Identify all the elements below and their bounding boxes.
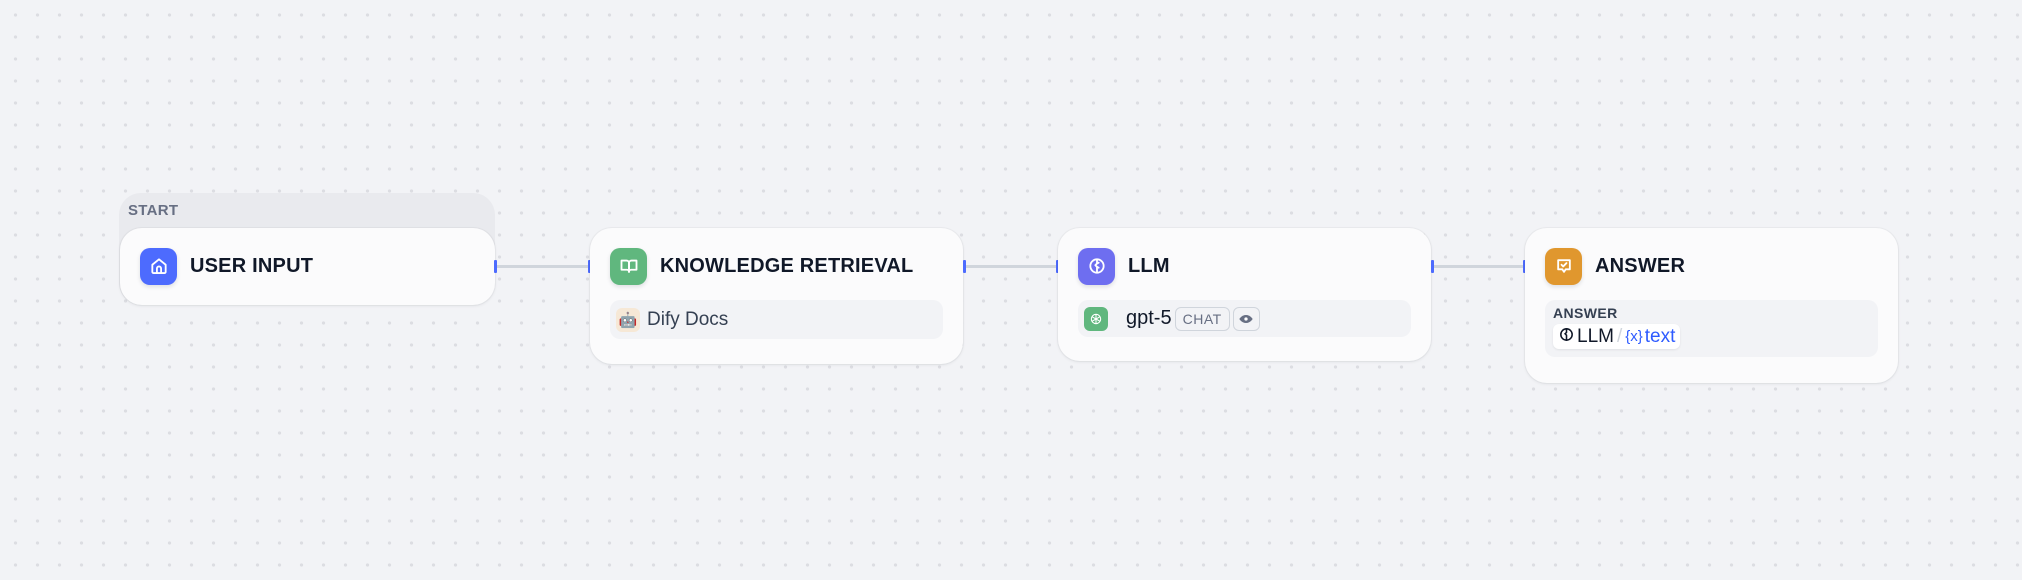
node-title: LLM — [1128, 254, 1170, 277]
chat-mode-badge: CHAT — [1174, 306, 1230, 331]
model-selector[interactable]: gpt-5 CHAT — [1078, 300, 1411, 337]
variable-reference-chip[interactable]: LLM / {x} text — [1553, 324, 1681, 349]
user-input-node[interactable]: USER INPUT — [120, 228, 495, 305]
edge-llm-to-answer[interactable] — [1433, 265, 1525, 268]
node-title: KNOWLEDGE RETRIEVAL — [660, 254, 914, 277]
eye-icon — [1232, 306, 1260, 331]
input-handle-llm[interactable] — [1056, 260, 1059, 273]
input-handle-answer[interactable] — [1523, 260, 1526, 273]
knowledge-base-name: Dify Docs — [647, 308, 729, 330]
brain-icon — [1078, 247, 1115, 285]
robot-emoji-icon: 🤖 — [616, 307, 640, 332]
knowledge-base-item[interactable]: 🤖 Dify Docs — [610, 300, 943, 339]
variable-source-node: LLM — [1577, 325, 1614, 347]
edge-knowledge-retrieval-to-llm[interactable] — [965, 265, 1058, 268]
knowledge-retrieval-node[interactable]: KNOWLEDGE RETRIEVAL 🤖 Dify Docs — [590, 228, 963, 364]
output-handle-knowledge-retrieval[interactable] — [963, 260, 966, 273]
openai-icon — [1084, 306, 1108, 331]
message-check-icon — [1545, 247, 1582, 285]
input-handle-knowledge-retrieval[interactable] — [588, 260, 591, 273]
variable-separator: / — [1616, 325, 1623, 347]
brain-icon — [1558, 326, 1575, 348]
variable-icon: {x} — [1625, 328, 1643, 345]
llm-node[interactable]: LLM gpt-5 CHAT — [1058, 228, 1431, 361]
output-handle-llm[interactable] — [1431, 260, 1434, 273]
model-name: gpt-5 — [1126, 307, 1172, 329]
book-open-icon — [610, 247, 647, 285]
node-title: USER INPUT — [190, 254, 314, 277]
answer-node[interactable]: ANSWER ANSWER LLM / {x} text — [1525, 228, 1898, 383]
node-title: ANSWER — [1595, 254, 1686, 277]
edge-user-input-to-knowledge-retrieval[interactable] — [497, 265, 590, 268]
start-label: START — [128, 202, 179, 219]
home-icon — [140, 247, 177, 285]
variable-name: text — [1644, 325, 1676, 347]
output-handle-user-input[interactable] — [494, 260, 497, 273]
answer-field-label: ANSWER — [1553, 305, 1618, 321]
